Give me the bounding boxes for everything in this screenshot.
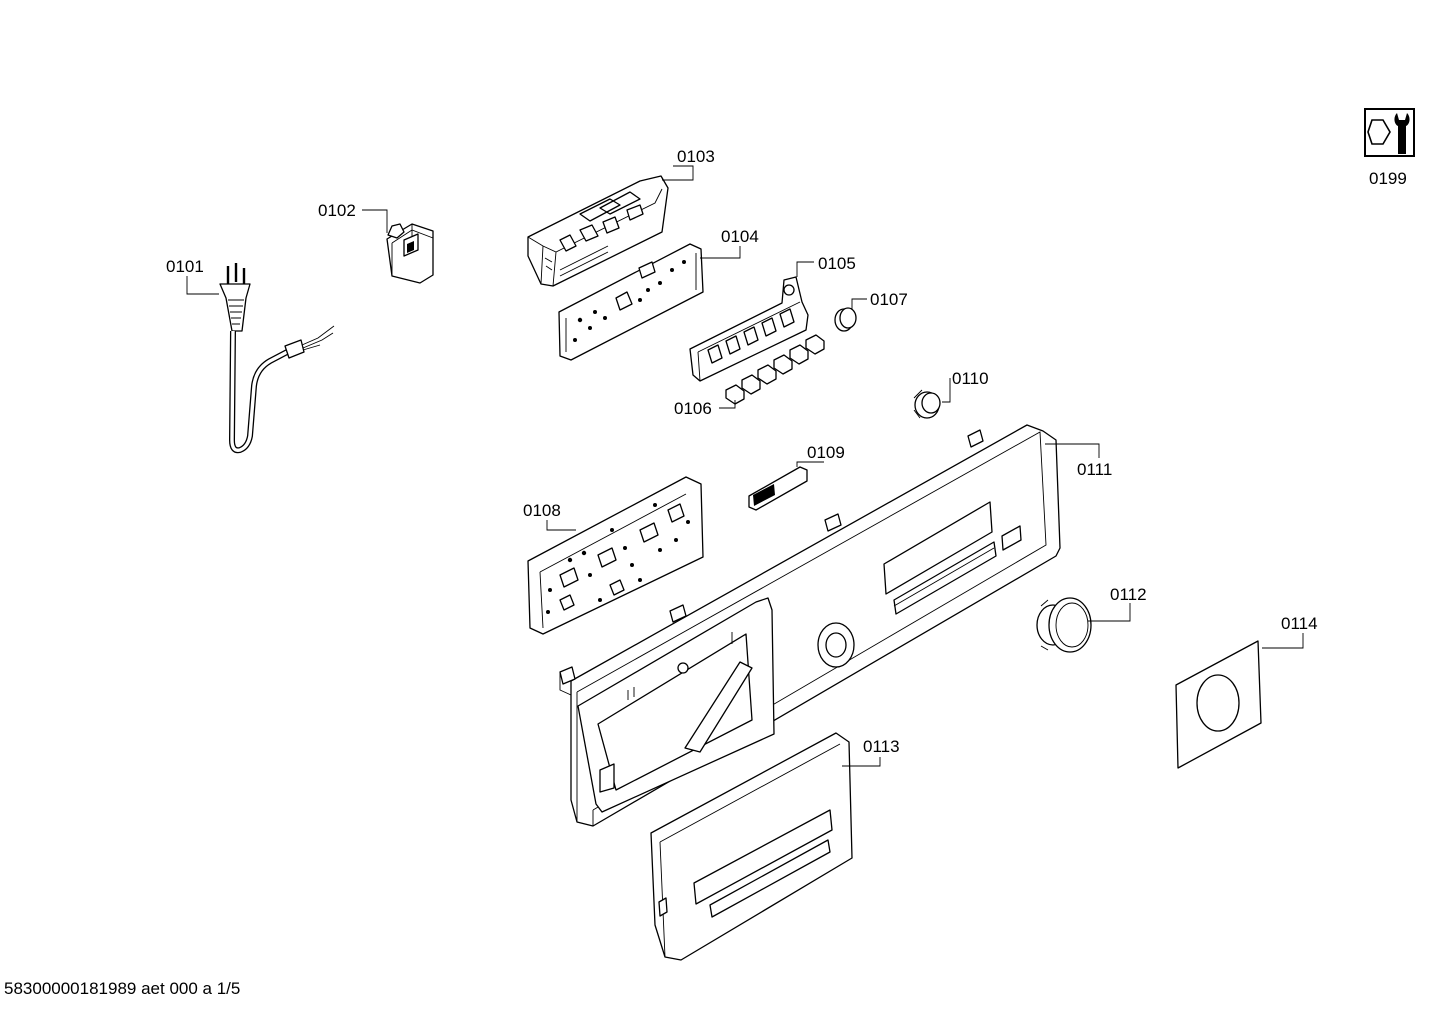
main-pcb (527, 476, 704, 635)
power-cord (219, 263, 335, 454)
fascia-panel (559, 424, 1061, 827)
label-sticker (1175, 640, 1262, 769)
small-knob (834, 307, 857, 332)
part-label-0105: 0105 (818, 254, 856, 273)
control-module-housing (527, 175, 669, 287)
interference-filter (386, 223, 434, 284)
service-wrench-icon (1364, 108, 1415, 157)
programme-knob (1036, 597, 1092, 653)
part-label-0101: 0101 (166, 257, 204, 276)
part-label-0113: 0113 (863, 737, 900, 756)
key-carrier (689, 276, 809, 382)
part-label-0102: 0102 (318, 201, 356, 220)
part-label-0104: 0104 (721, 227, 759, 246)
control-pcb (558, 243, 704, 361)
part-label-0103: 0103 (677, 147, 715, 166)
part-label-0108: 0108 (523, 501, 561, 520)
display-module (748, 466, 808, 511)
part-label-0109: 0109 (807, 443, 845, 462)
drawing-number: 58300000181989 aet 000 a 1/5 (4, 979, 241, 998)
push-buttons (725, 334, 825, 405)
leader-lines (186, 165, 1304, 767)
part-label-0106: 0106 (674, 399, 712, 418)
part-label-0110: 0110 (952, 369, 989, 388)
part-label-0111: 0111 (1077, 460, 1112, 479)
part-label-0112: 0112 (1110, 585, 1147, 604)
part-label-0114: 0114 (1281, 614, 1318, 633)
part-label-0107: 0107 (870, 290, 908, 309)
dispenser-drawer-cover (650, 732, 853, 961)
part-label-0199: 0199 (1369, 169, 1407, 188)
light-guide (913, 389, 941, 419)
